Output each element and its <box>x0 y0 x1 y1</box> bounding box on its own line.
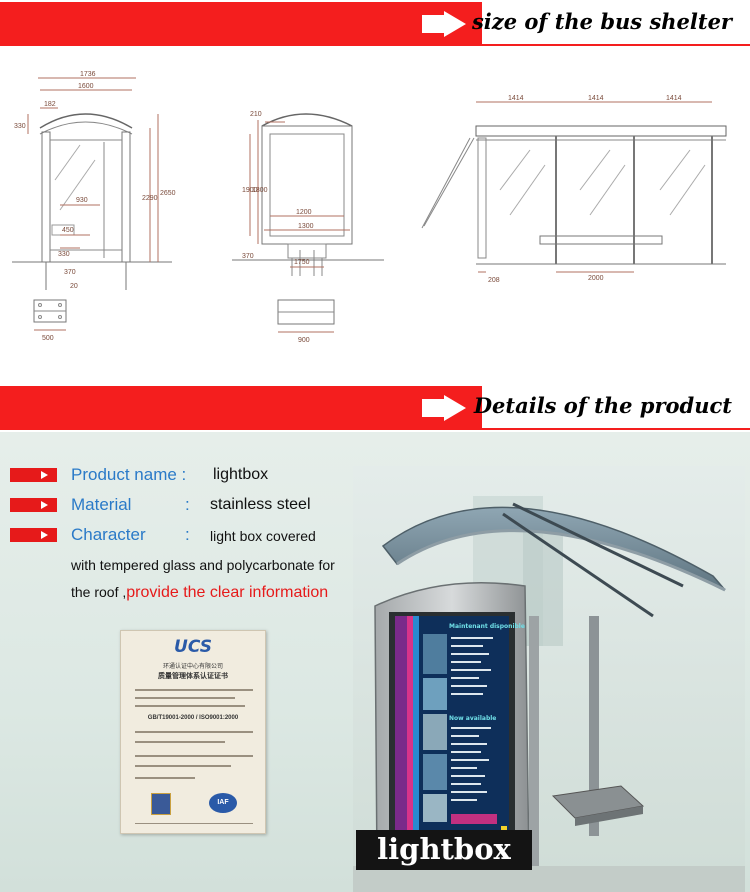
dim-label: 1600 <box>78 83 94 90</box>
drawing-canvas: 1736 1600 330 182 930 450 2290 2650 330 … <box>12 71 727 344</box>
character-highlight: provide the clear information <box>126 584 329 601</box>
certificate-text-line <box>135 823 253 824</box>
dim-label: 450 <box>62 227 74 234</box>
certificate-text-line <box>135 705 245 707</box>
certificate-title: 质量管理体系认证证书 <box>158 673 228 680</box>
certificate-text-line <box>135 741 225 743</box>
certificate-text-line <box>135 765 231 767</box>
dim-label: 1414 <box>508 95 524 102</box>
dim-label: 370 <box>64 269 76 276</box>
material-value: stainless steel <box>210 496 311 513</box>
dim-label: 930 <box>76 197 88 204</box>
dim-label: 1414 <box>666 95 682 102</box>
banner-arrow-icon <box>422 395 466 421</box>
dim-label: 1736 <box>80 71 96 78</box>
dim-label: 370 <box>242 253 254 260</box>
dim-label: 20 <box>70 283 78 290</box>
quality-certificate: UCS 环通认证中心有限公司 质量管理体系认证证书 GB/T19001-2000… <box>120 630 266 834</box>
dim-label: 2000 <box>588 275 604 282</box>
certificate-logo: UCS <box>174 637 212 657</box>
certificate-standard: GB/T19001-2000 / ISO9001:2000 <box>147 715 239 721</box>
certificate-seal-icon <box>151 793 171 815</box>
side-view-drawing <box>12 77 172 331</box>
iaf-logo: IAF <box>209 793 237 813</box>
character-line-3: the roof ,provide the clear information <box>71 584 328 602</box>
dim-label: 1800 <box>252 187 268 194</box>
character-colon: : <box>185 525 190 544</box>
character-value: light box covered <box>210 528 316 544</box>
dim-label: 210 <box>250 111 262 118</box>
certificate-text-line <box>135 689 253 691</box>
photo-caption: lightbox <box>356 830 532 870</box>
dim-label: 1750 <box>294 259 310 266</box>
certificate-text-line <box>135 755 253 757</box>
front-view-drawing <box>232 113 384 333</box>
character-line-3-prefix: the roof , <box>71 584 127 600</box>
certificate-text-line <box>135 731 253 733</box>
dim-label: 900 <box>298 337 310 344</box>
bullet-arrow-icon <box>10 498 57 512</box>
dim-label: 500 <box>42 335 54 342</box>
product-details: Product name : lightbox Material : stain… <box>0 432 750 892</box>
banner-arrow-icon <box>422 11 466 37</box>
dim-label: 2290 <box>142 195 158 202</box>
banner-white-tab <box>482 2 750 46</box>
bus-shelter-photo: Maintenant disponible Now available ense… <box>353 466 745 892</box>
dim-label: 182 <box>44 101 56 108</box>
ad-headline: Maintenant disponible <box>449 623 525 630</box>
section-title-details: Details of the product <box>473 393 732 418</box>
certificate-text-line <box>135 697 235 699</box>
dim-label: 330 <box>58 251 70 258</box>
technical-drawings: 1736 1600 330 182 930 450 2290 2650 330 … <box>0 50 750 380</box>
character-label: Character <box>71 525 146 544</box>
product-name-label: Product name : <box>71 465 187 484</box>
ad-subhead: Now available <box>449 715 496 722</box>
section-title-size: size of the bus shelter <box>471 9 732 34</box>
dim-label: 208 <box>488 277 500 284</box>
bullet-arrow-icon <box>10 528 57 542</box>
dim-label: 1200 <box>296 209 312 216</box>
certificate-org: 环通认证中心有限公司 <box>162 664 223 670</box>
dim-label: 1300 <box>298 223 314 230</box>
dim-label: 1900 <box>242 187 258 194</box>
character-line-2: with tempered glass and polycarbonate fo… <box>71 557 335 573</box>
banner-white-tab <box>482 386 750 430</box>
dim-label: 330 <box>14 123 26 130</box>
dim-label: 2650 <box>160 190 176 197</box>
product-name-value: lightbox <box>213 466 269 483</box>
material-colon: : <box>185 495 190 514</box>
bullet-arrow-icon <box>10 468 57 482</box>
certificate-text-line <box>135 777 195 779</box>
long-view-drawing <box>421 101 727 273</box>
dim-label: 1414 <box>588 95 604 102</box>
section-banner-size: size of the bus shelter <box>0 2 750 46</box>
section-banner-details: Details of the product <box>0 386 750 430</box>
material-label: Material <box>71 495 132 514</box>
